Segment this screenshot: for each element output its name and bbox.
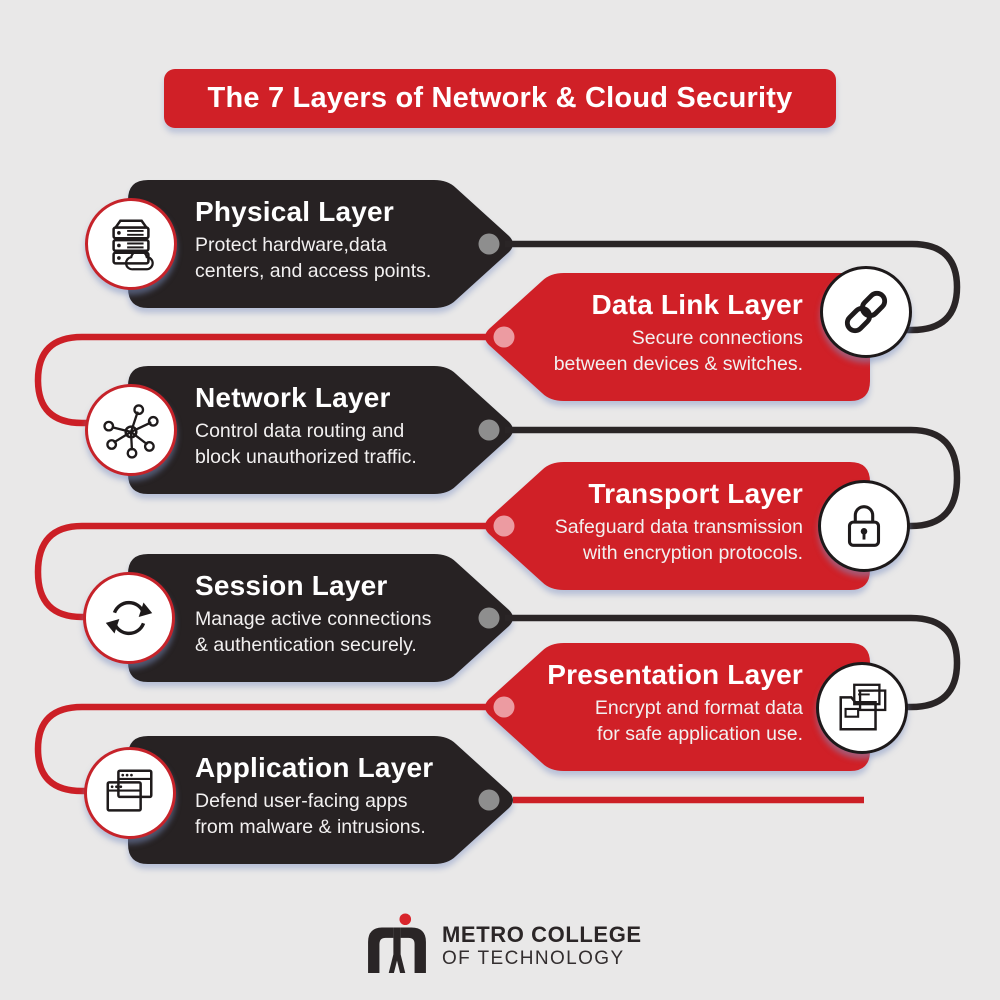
layer-description: Safeguard data transmission with encrypt… [554,516,803,564]
folder-files-icon [816,662,908,754]
layer-physical: Physical Layer Protect hardware,data cen… [128,180,518,308]
app-windows-icon [84,747,176,839]
padlock-icon [818,480,910,572]
layer-title: Transport Layer [588,478,803,509]
layer-title: Presentation Layer [547,659,803,690]
layer-session: Session Layer Manage active connections … [128,554,518,682]
layer-title: Network Layer [195,382,391,413]
layer-application: Application Layer Defend user-facing app… [128,736,518,864]
layer-description: Control data routing and block unauthori… [195,420,417,468]
layer-transport: Transport Layer Safeguard data transmiss… [480,462,870,590]
page-title: The 7 Layers of Network & Cloud Security [164,69,836,128]
layer-description: Protect hardware,data centers, and acces… [195,234,432,282]
layer-description: Secure connections between devices & swi… [553,327,803,375]
brand-subtitle: OF TECHNOLOGY [442,948,625,969]
layer-title: Session Layer [195,570,388,601]
layer-data-link: Data Link Layer Secure connections betwe… [480,273,870,401]
footer-brand: METRO COLLEGE OF TECHNOLOGY [366,910,642,976]
layer-description: Defend user-facing apps from malware & i… [195,790,426,838]
brand-logo-icon [368,913,426,973]
layer-network: Network Layer Control data routing and b… [128,366,518,494]
chain-link-icon [820,266,912,358]
brand-name: METRO COLLEGE [442,922,642,947]
network-hub-icon [85,384,177,476]
layer-presentation: Presentation Layer Encrypt and format da… [480,643,870,771]
tag-shape-dark [128,180,513,308]
layer-title: Data Link Layer [591,289,803,320]
layer-title: Physical Layer [195,196,394,227]
server-icon [85,198,177,290]
sync-arrows-icon [83,572,175,664]
layer-description: Manage active connections & authenticati… [195,608,432,656]
layer-title: Application Layer [195,752,434,783]
layer-description: Encrypt and format data for safe applica… [594,697,803,745]
